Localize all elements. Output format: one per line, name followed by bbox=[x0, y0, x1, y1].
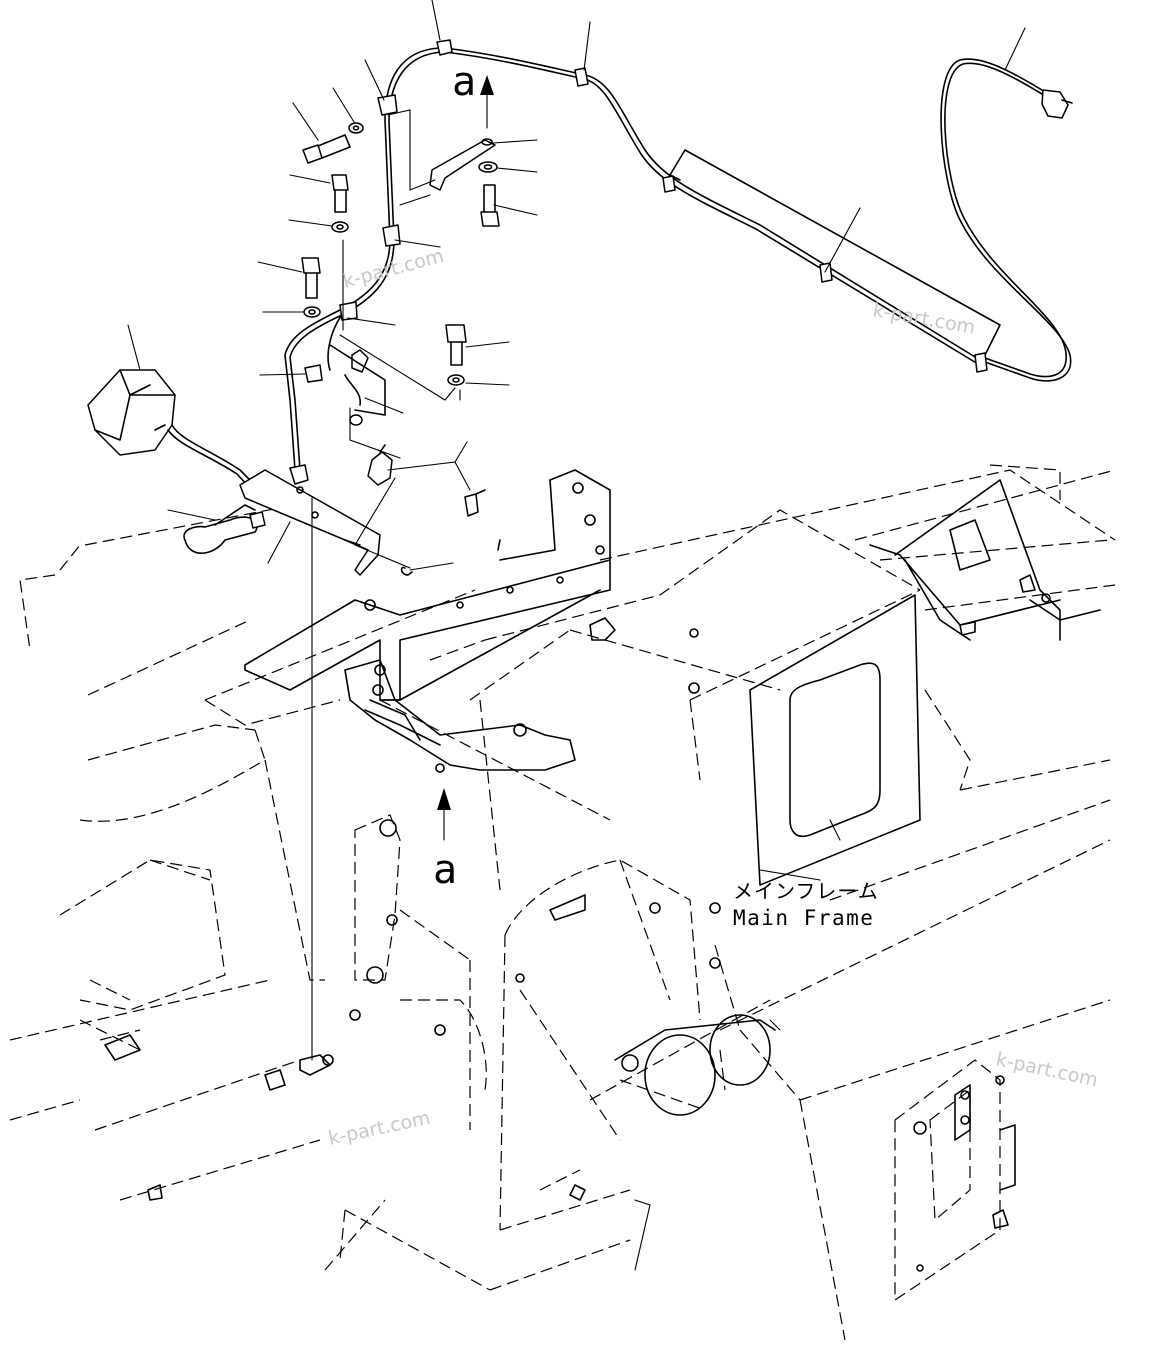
view-mark-top: a bbox=[452, 59, 476, 105]
wiring-harness-icon bbox=[284, 39, 1073, 485]
main-frame-label-jp: メインフレーム bbox=[733, 879, 879, 903]
view-arrow-bottom bbox=[437, 788, 451, 841]
connector-icon bbox=[329, 344, 501, 576]
main-frame-outline bbox=[9, 464, 1116, 1341]
view-mark-bottom: a bbox=[433, 847, 457, 893]
bracket-icon bbox=[239, 469, 381, 576]
lamp-mount-bracket-frame bbox=[104, 469, 1051, 1272]
washer-icon bbox=[303, 122, 498, 386]
warning-lamp-icon bbox=[87, 369, 256, 489]
watermark: k-part.com bbox=[871, 299, 977, 339]
main-frame-label-en: Main Frame bbox=[733, 906, 874, 930]
watermark: k-part.com bbox=[326, 1107, 432, 1150]
watermark: k-part.com bbox=[994, 1048, 1100, 1091]
clamp-icon bbox=[183, 504, 266, 554]
bolt-icon bbox=[301, 134, 500, 366]
bracket-icon bbox=[429, 138, 496, 191]
view-arrow-top bbox=[480, 75, 494, 129]
leader-lines bbox=[127, 0, 1026, 1271]
